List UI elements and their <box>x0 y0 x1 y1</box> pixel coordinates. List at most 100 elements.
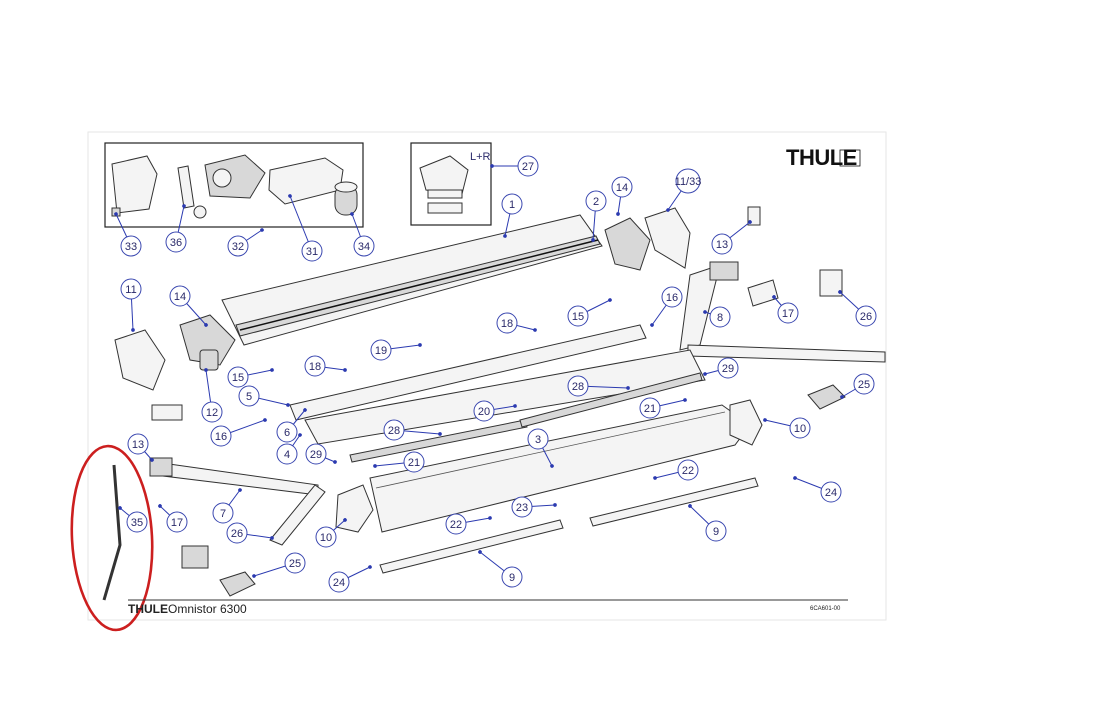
part-36-clip <box>177 165 207 219</box>
callout-number: 2 <box>593 196 599 208</box>
callout-bubble <box>496 312 518 334</box>
part-11-33-end-cap-right <box>644 207 691 269</box>
callout-3: 3 <box>527 428 554 468</box>
part-14-end-bracket-left <box>179 314 236 366</box>
callout-bubble <box>611 176 633 198</box>
callout-6: 6 <box>276 408 307 443</box>
callout-bubble <box>301 240 323 262</box>
callout-bubble <box>120 278 142 300</box>
callout-bubble <box>677 459 699 481</box>
callout-1: 1 <box>501 193 523 238</box>
callout-bubble <box>212 502 234 524</box>
drawing-title-brand: THULE <box>128 602 168 616</box>
part-1-top-profile <box>221 214 603 346</box>
part-33-cover <box>111 155 158 217</box>
callout-bubble <box>227 235 249 257</box>
callout-bubble <box>120 235 142 257</box>
callout-number: 13 <box>716 239 728 251</box>
callout-21: 21 <box>373 451 425 473</box>
callout-bubble <box>501 193 523 215</box>
callout-17: 17 <box>158 504 188 533</box>
callout-bubble <box>527 428 549 450</box>
callout-number: 21 <box>408 457 420 469</box>
callout-22: 22 <box>653 459 699 481</box>
callout-33: 33 <box>114 212 142 257</box>
callout-bubble <box>370 339 392 361</box>
part-34-roller <box>334 181 358 216</box>
callout-15: 15 <box>227 366 274 388</box>
callout-13: 13 <box>127 433 154 462</box>
callout-number: 16 <box>215 431 227 443</box>
callout-bubble <box>226 522 248 544</box>
callout-bubble <box>126 511 148 533</box>
callout-19: 19 <box>370 339 422 361</box>
callout-29: 29 <box>703 357 739 379</box>
callout-5: 5 <box>238 385 290 407</box>
part-6-roller-tube <box>289 324 647 421</box>
lr-note: L+R <box>470 151 491 163</box>
callout-bubble <box>165 231 187 253</box>
callout-bubble <box>403 451 425 473</box>
callout-number: 10 <box>794 423 806 435</box>
callout-25: 25 <box>840 373 875 399</box>
part-25-wall-plate-left <box>219 571 256 597</box>
callout-number: 28 <box>388 425 400 437</box>
callout-15: 15 <box>567 298 612 327</box>
callout-number: 24 <box>825 487 837 499</box>
callout-2: 2 <box>585 190 607 242</box>
callout-number: 19 <box>375 345 387 357</box>
callout-bubble <box>473 400 495 422</box>
callout-bubble <box>639 397 661 419</box>
callout-number: 17 <box>782 308 794 320</box>
callout-13: 13 <box>711 220 752 255</box>
callout-number: 26 <box>860 311 872 323</box>
callout-number: 29 <box>310 449 322 461</box>
callout-bubble <box>445 513 467 535</box>
callout-29: 29 <box>305 443 337 465</box>
callout-number: 22 <box>682 465 694 477</box>
callout-4: 4 <box>276 433 302 465</box>
callout-number: 9 <box>509 572 515 584</box>
callout-16: 16 <box>210 418 267 447</box>
callout-20: 20 <box>473 400 517 422</box>
callout-bubble <box>127 433 149 455</box>
callout-number: 14 <box>616 182 628 194</box>
callout-bubble <box>661 286 683 308</box>
callout-bubble <box>567 305 589 327</box>
callout-number: 13 <box>132 439 144 451</box>
part-13-arm-bracket-left <box>149 404 183 477</box>
callout-number: 36 <box>170 237 182 249</box>
callout-number: 25 <box>858 379 870 391</box>
callout-bubble <box>820 481 842 503</box>
callout-number: 23 <box>516 502 528 514</box>
callout-number: 34 <box>358 241 370 253</box>
callout-36: 36 <box>165 204 187 253</box>
callout-bubble <box>166 511 188 533</box>
callout-bubble <box>227 366 249 388</box>
callout-number: 20 <box>478 406 490 418</box>
callout-32: 32 <box>227 228 264 257</box>
callout-bubble <box>853 373 875 395</box>
callout-21: 21 <box>639 397 687 419</box>
callout-26: 26 <box>226 522 274 544</box>
callout-bubble <box>789 417 811 439</box>
callout-bubble <box>276 421 298 443</box>
callout-bubble <box>238 385 260 407</box>
callout-bubble <box>511 496 533 518</box>
callout-bubble <box>276 443 298 465</box>
callout-number: 16 <box>666 292 678 304</box>
callout-number: 15 <box>232 372 244 384</box>
callout-bubble <box>210 425 232 447</box>
thule-logo: THULE <box>786 145 861 170</box>
callout-bubble <box>567 375 589 397</box>
callout-number: 10 <box>320 532 332 544</box>
highlight-ellipse-part-35 <box>70 444 154 632</box>
callout-number: 18 <box>309 361 321 373</box>
callout-22: 22 <box>445 513 492 535</box>
callout-34: 34 <box>350 212 375 257</box>
part-27-bracket <box>419 155 469 214</box>
callout-bubble <box>353 235 375 257</box>
callout-bubble <box>717 357 739 379</box>
